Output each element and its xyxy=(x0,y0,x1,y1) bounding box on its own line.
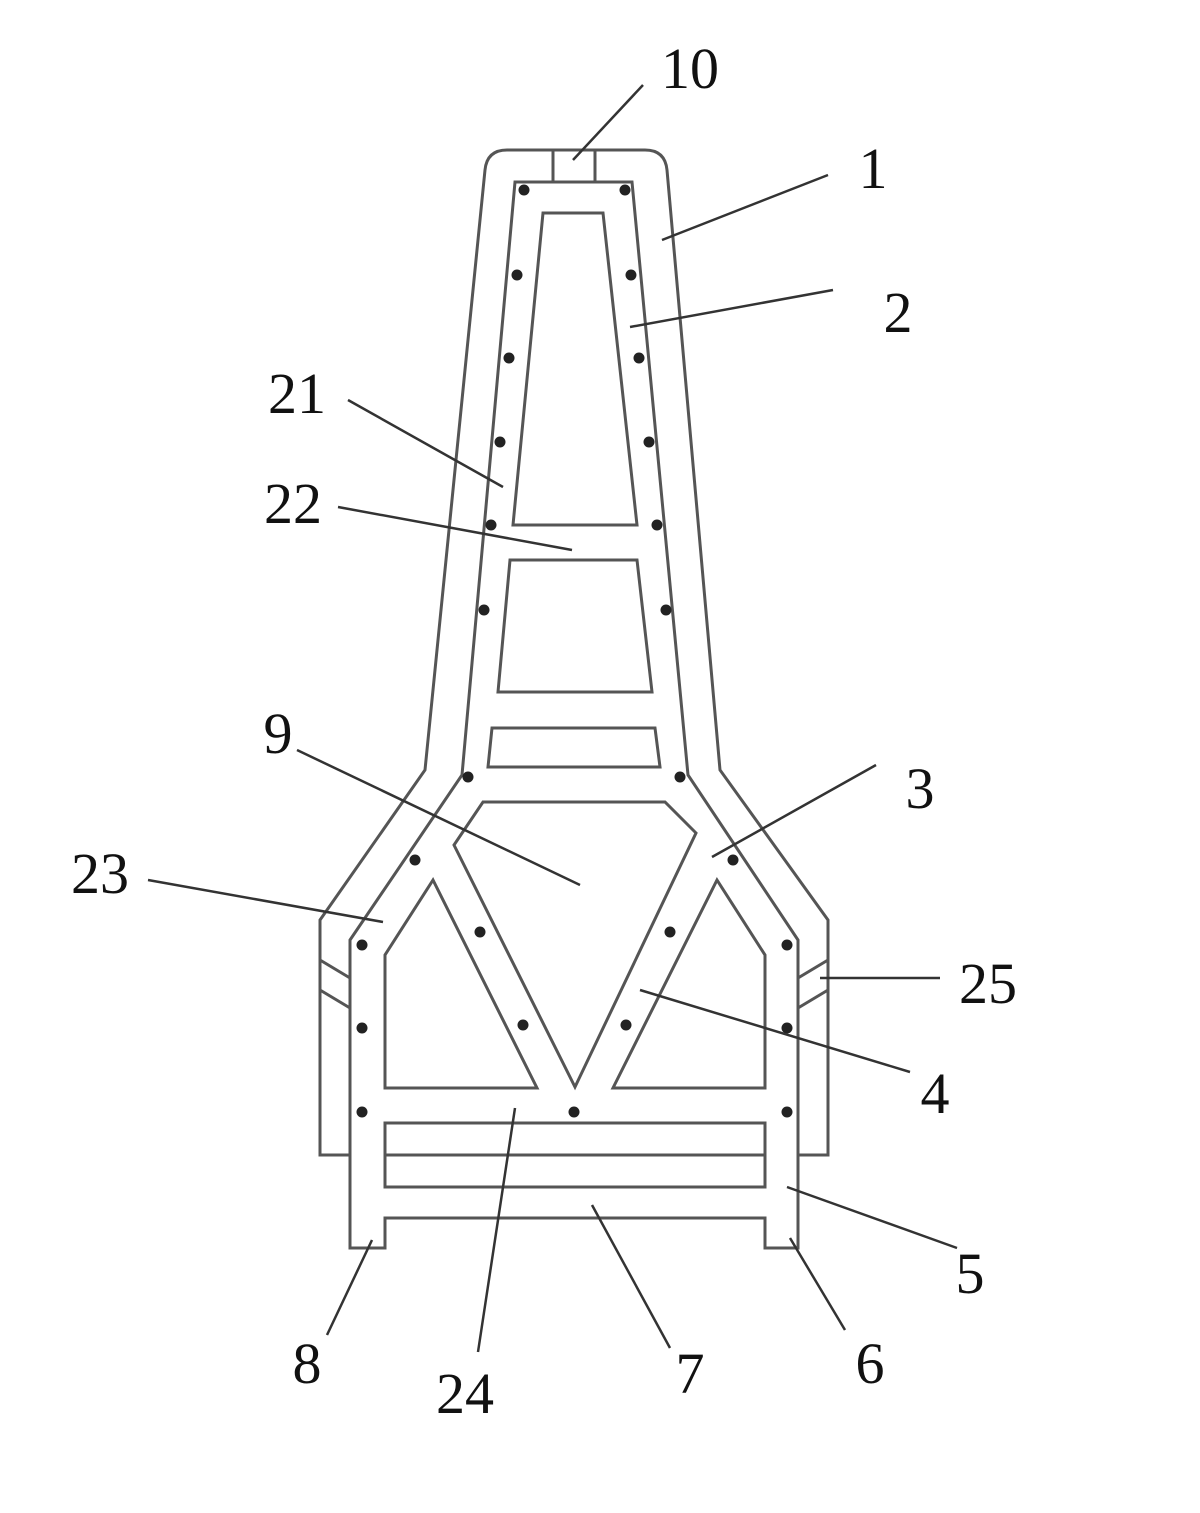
hole-second xyxy=(496,558,654,694)
dot xyxy=(356,939,368,951)
leader-lines xyxy=(147,84,958,1353)
label-21: 21 xyxy=(268,361,326,426)
hole-center-9 xyxy=(452,800,698,1091)
dot xyxy=(651,519,663,531)
label-23: 23 xyxy=(71,841,129,906)
hole-top xyxy=(511,211,639,527)
dot xyxy=(664,926,676,938)
label-6: 6 xyxy=(856,1331,885,1396)
dot xyxy=(462,771,474,783)
label-10: 10 xyxy=(661,36,719,101)
label-9: 9 xyxy=(264,701,293,766)
dot xyxy=(485,519,497,531)
dot xyxy=(781,1106,793,1118)
leader-line xyxy=(147,878,384,924)
dot xyxy=(568,1106,580,1118)
label-4: 4 xyxy=(921,1061,950,1126)
dot xyxy=(409,854,421,866)
leader-line xyxy=(590,1204,672,1349)
label-8: 8 xyxy=(293,1331,322,1396)
dot xyxy=(643,436,655,448)
side-ribs xyxy=(319,958,829,1010)
label-5: 5 xyxy=(956,1241,985,1306)
leader-line xyxy=(629,288,834,329)
hole-right-triangle xyxy=(610,876,767,1090)
dot xyxy=(356,1022,368,1034)
dot xyxy=(727,854,739,866)
dot xyxy=(474,926,486,938)
dot xyxy=(619,184,631,196)
dot xyxy=(356,1106,368,1118)
reinforcement-dots xyxy=(356,184,793,1118)
outer-shell xyxy=(318,148,830,1157)
leader-line xyxy=(788,1237,847,1331)
dot xyxy=(511,269,523,281)
label-2: 2 xyxy=(884,280,913,345)
label-3: 3 xyxy=(906,756,935,821)
dot xyxy=(674,771,686,783)
leader-line xyxy=(347,398,504,489)
dot xyxy=(478,604,490,616)
bottom-bar-upper xyxy=(383,1121,767,1157)
dot xyxy=(494,436,506,448)
label-24: 24 xyxy=(436,1361,494,1426)
label-25: 25 xyxy=(959,951,1017,1016)
dot xyxy=(660,604,672,616)
label-7: 7 xyxy=(676,1341,705,1406)
leader-line xyxy=(639,988,911,1074)
dot xyxy=(781,939,793,951)
leader-line xyxy=(572,84,644,161)
leader-line xyxy=(661,173,829,242)
dot xyxy=(503,352,515,364)
dot xyxy=(518,184,530,196)
dot xyxy=(517,1019,529,1031)
hole-left-triangle xyxy=(383,876,540,1090)
leader-line xyxy=(296,748,581,887)
label-22: 22 xyxy=(264,471,322,536)
bottom-bar-lower xyxy=(383,1153,767,1189)
leader-line xyxy=(325,1239,374,1336)
dot xyxy=(633,352,645,364)
leader-line xyxy=(711,763,877,859)
dot xyxy=(625,269,637,281)
inner-frame xyxy=(348,180,800,1250)
dot xyxy=(781,1022,793,1034)
leader-line xyxy=(476,1107,517,1353)
leader-line xyxy=(786,1185,958,1250)
hole-third xyxy=(486,726,662,769)
leader-line xyxy=(337,505,573,552)
label-1: 1 xyxy=(859,136,888,201)
dot xyxy=(620,1019,632,1031)
